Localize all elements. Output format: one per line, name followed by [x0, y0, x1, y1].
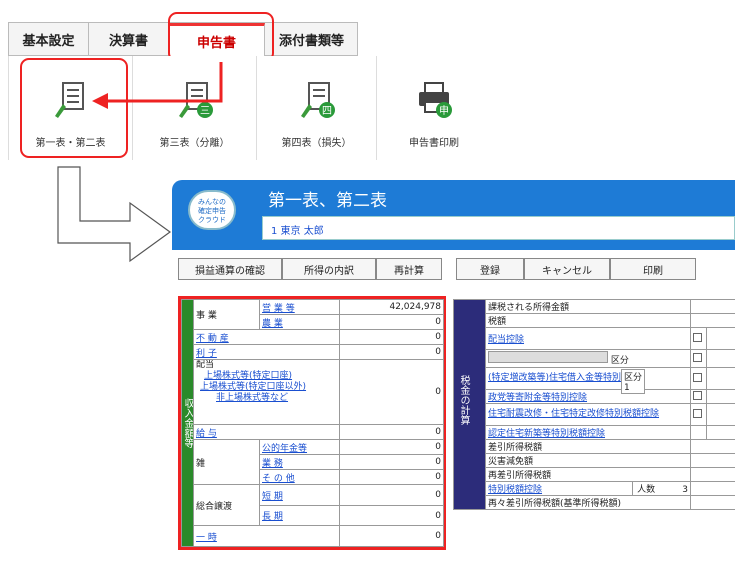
ninzu-value[interactable]: 3: [682, 485, 688, 495]
action-buttons: 損益通算の確認 所得の内訳 再計算 登録 キャンセル 印刷: [176, 258, 735, 282]
ninzu-label: 人数: [637, 485, 656, 495]
haito-cell: 配当 上場株式等(特定口座) 上場株式等(特定口座以外) 非上場株式等など: [193, 359, 340, 426]
tab-tax-return[interactable]: 申告書: [169, 23, 265, 56]
tax-row-tokubetsu: 特別税額控除 人数 3: [485, 481, 691, 496]
value-gyomu[interactable]: 0: [339, 454, 444, 471]
kubun-label-2: 区分: [624, 373, 643, 383]
label-zatsu: 雑: [193, 439, 260, 486]
value-ichiji[interactable]: 0: [339, 525, 444, 547]
tax-row: 差引所得税額: [485, 439, 691, 454]
tax-row: 再々差引所得税額(基準所得税額): [485, 495, 691, 510]
link-rishi[interactable]: 利 子: [193, 344, 340, 361]
link-gyomu[interactable]: 業 務: [259, 454, 340, 471]
tax-table: 税金の計算 課税される所得金額 税額 配当控除 区分 (特定増改築等)住宅借入金…: [453, 299, 735, 510]
tax-link[interactable]: 住宅耐震改修・住宅特定改修特別税額控除: [485, 403, 691, 426]
value-nogyo[interactable]: 0: [339, 314, 444, 331]
loss-offset-check-button[interactable]: 損益通算の確認: [178, 258, 282, 280]
link-kyuyo[interactable]: 給 与: [193, 424, 340, 441]
link-nogyo[interactable]: 農 業: [259, 314, 340, 331]
svg-text:四: 四: [322, 106, 332, 117]
value-kyuyo[interactable]: 0: [339, 424, 444, 441]
link-haito1[interactable]: 上場株式等(特定口座): [204, 371, 293, 382]
print-button[interactable]: 印刷: [610, 258, 696, 280]
window-titlebar: みんなの 確定申告 クラウド 第一表、第二表 1 東京 太郎: [172, 180, 735, 250]
value-fudosan[interactable]: 0: [339, 329, 444, 346]
document-pen-icon: 四: [300, 82, 335, 118]
label-jouto: 総合譲渡: [193, 484, 260, 527]
red-arrow-icon: [92, 62, 223, 109]
label-jigyo: 事 業: [193, 298, 260, 331]
printer-icon: 申: [419, 82, 452, 118]
value-eigyo[interactable]: 42,024,978: [339, 298, 444, 316]
tax-row: 再差引所得税額: [485, 467, 691, 482]
form1-2-button[interactable]: 第一表・第二表: [9, 56, 133, 160]
tax-link[interactable]: (特定増改築等)住宅借入金等特別控除: [485, 367, 691, 390]
link-haito2[interactable]: 上場株式等(特定口座以外): [200, 382, 307, 393]
label-haito: 配当: [196, 360, 215, 371]
register-button[interactable]: 登録: [456, 258, 524, 280]
user-name: 1 東京 太郎: [271, 226, 324, 237]
checkbox[interactable]: [693, 408, 702, 418]
svg-text:三: 三: [200, 106, 210, 117]
tab-bar: 基本設定 決算書 申告書 添付書類等: [8, 22, 358, 56]
link-eigyo[interactable]: 営 業 等: [259, 298, 340, 316]
link-fudosan[interactable]: 不 動 産: [193, 329, 340, 346]
tab-basic-settings[interactable]: 基本設定: [9, 23, 89, 56]
value-haito[interactable]: 0: [339, 359, 444, 426]
income-side-label: 収入金額等: [181, 299, 194, 547]
value-tanki[interactable]: 0: [339, 484, 444, 506]
window-title: 第一表、第二表: [268, 191, 387, 211]
kubun-label: 区分: [610, 356, 629, 366]
link-ichiji[interactable]: 一 時: [193, 525, 340, 547]
tax-side-label: 税金の計算: [453, 299, 486, 510]
link-nenkin[interactable]: 公的年金等: [259, 439, 340, 456]
form4-button[interactable]: 四 第四表（損失）: [257, 56, 377, 160]
checkbox[interactable]: [693, 372, 702, 382]
checkbox[interactable]: [693, 332, 702, 342]
tax-link[interactable]: 配当控除: [485, 327, 691, 350]
checkbox[interactable]: [693, 390, 702, 400]
toolbar: 第一表・第二表 三 第三表（分離） 四 第四表（損失） 申 申告書印刷: [8, 56, 490, 160]
value-choki[interactable]: 0: [339, 504, 444, 527]
tax-link[interactable]: 政党等寄附金等特別控除: [485, 389, 691, 404]
app-logo: みんなの 確定申告 クラウド: [188, 190, 236, 230]
svg-text:申: 申: [439, 104, 449, 117]
income-breakdown-button[interactable]: 所得の内訳: [282, 258, 376, 280]
tab-attachments[interactable]: 添付書類等: [278, 34, 344, 49]
checkbox[interactable]: [693, 352, 702, 362]
flow-arrow-icon: [57, 166, 172, 263]
kubun-value[interactable]: 1: [624, 383, 630, 393]
tax-row: 税額: [485, 313, 691, 328]
link-sonota[interactable]: そ の 他: [259, 469, 340, 486]
tax-section: 税金の計算 課税される所得金額 税額 配当控除 区分 (特定増改築等)住宅借入金…: [453, 299, 735, 551]
value-nenkin[interactable]: 0: [339, 439, 444, 456]
print-return-button[interactable]: 申 申告書印刷: [377, 56, 491, 160]
value-sonota[interactable]: 0: [339, 469, 444, 486]
document-pen-icon: [54, 82, 84, 118]
tax-row: 課税される所得金額: [485, 299, 691, 314]
tax-row: 災害減免額: [485, 453, 691, 468]
link-tanki[interactable]: 短 期: [259, 484, 340, 506]
link-haito3[interactable]: 非上場株式等など: [216, 393, 289, 404]
value-rishi[interactable]: 0: [339, 344, 444, 361]
tax-link[interactable]: 特別税額控除: [488, 485, 543, 495]
kubun-row-1: 区分: [485, 349, 691, 368]
tax-link[interactable]: 認定住宅新築等特別税額控除: [485, 425, 691, 440]
recalculate-button[interactable]: 再計算: [376, 258, 442, 280]
cancel-button[interactable]: キャンセル: [524, 258, 610, 280]
link-choki[interactable]: 長 期: [259, 504, 340, 527]
